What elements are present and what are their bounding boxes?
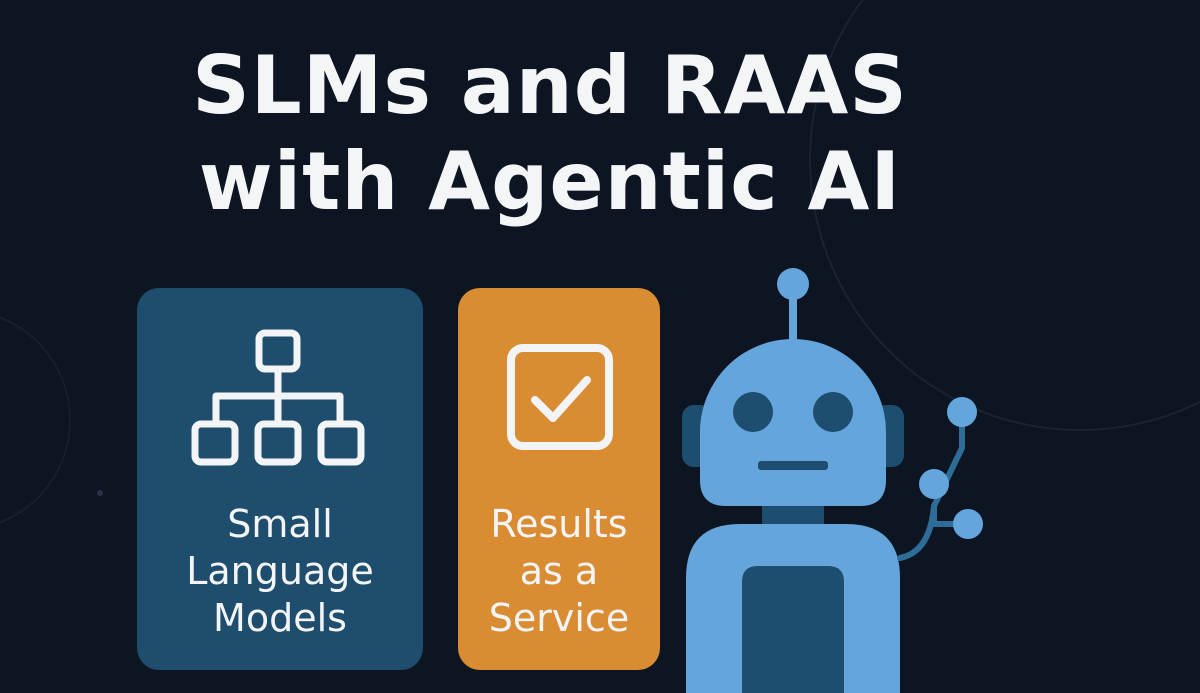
raas-label-line-1: Results xyxy=(490,502,628,546)
slm-label-line-2: Language xyxy=(186,549,374,593)
slm-label-line-3: Models xyxy=(213,596,347,640)
hierarchy-icon xyxy=(191,329,365,466)
slm-card: Small Language Models xyxy=(137,288,423,670)
page-title: SLMs and RAAS with Agentic AI xyxy=(0,38,1100,230)
title-line-1: SLMs and RAAS xyxy=(192,39,908,132)
raas-card-label: Results as a Service xyxy=(458,501,660,642)
robot-icon xyxy=(682,268,983,693)
raas-card: Results as a Service xyxy=(458,288,660,670)
checkbox-icon xyxy=(507,344,613,450)
slm-label-line-1: Small xyxy=(227,502,333,546)
title-line-2: with Agentic AI xyxy=(198,135,902,228)
raas-label-line-3: Service xyxy=(488,596,630,640)
slm-card-label: Small Language Models xyxy=(137,501,423,642)
raas-label-line-2: as a xyxy=(519,549,599,593)
